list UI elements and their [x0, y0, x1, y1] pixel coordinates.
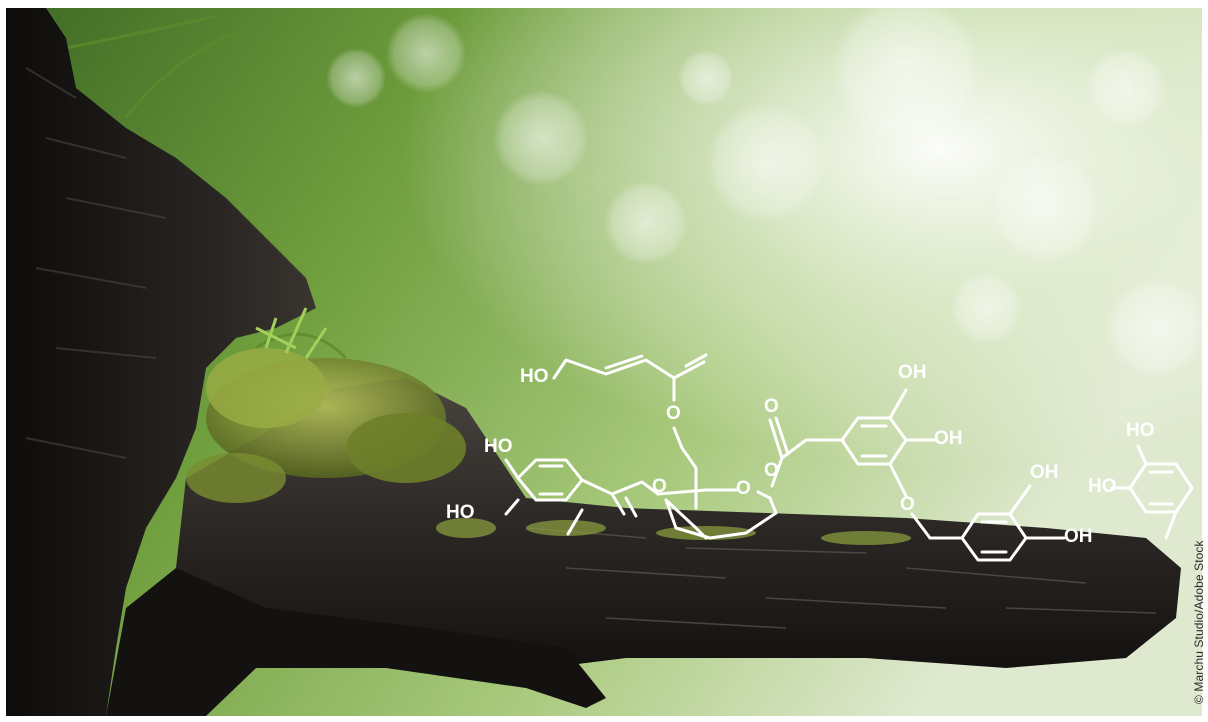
label-ho-top: HO	[520, 366, 549, 387]
label-o-ring-left: O	[652, 476, 667, 497]
label-o-ester-link: O	[764, 460, 779, 481]
molecule-labels: HO OH OH HO HO OH OH HO HO O O O O O O	[6, 8, 1202, 716]
label-o-aryl-ether: O	[900, 494, 915, 515]
molecular-structure	[504, 353, 1194, 562]
dark-bark-stump	[6, 8, 316, 716]
bark-underside	[106, 568, 606, 716]
label-ho-far-right-mid: HO	[1088, 476, 1117, 497]
forest-scene	[6, 8, 1202, 716]
label-oh-right-ring-bottom: OH	[1064, 526, 1093, 547]
photo-credit: © Marchu Studio/Adobe Stock	[1192, 540, 1206, 704]
label-oh-right-ring-top: OH	[1030, 462, 1059, 483]
label-o-ring-right: O	[736, 478, 751, 499]
moss-clump	[186, 307, 466, 503]
bokeh-highlights	[326, 8, 1202, 378]
forest-photo: HO OH OH HO HO OH OH HO HO O O O O O O	[6, 8, 1202, 716]
label-o-ether-top: O	[666, 403, 681, 424]
label-o-ester-carbonyl: O	[764, 396, 779, 417]
label-ho-left-lower: HO	[446, 502, 475, 523]
grass-blades	[65, 14, 348, 360]
label-ho-far-right-top: HO	[1126, 420, 1155, 441]
bark-texture-left	[25, 67, 167, 459]
label-oh-top-right: OH	[898, 362, 927, 383]
label-ho-left-upper: HO	[484, 436, 513, 457]
label-oh-mid-right: OH	[934, 428, 963, 449]
